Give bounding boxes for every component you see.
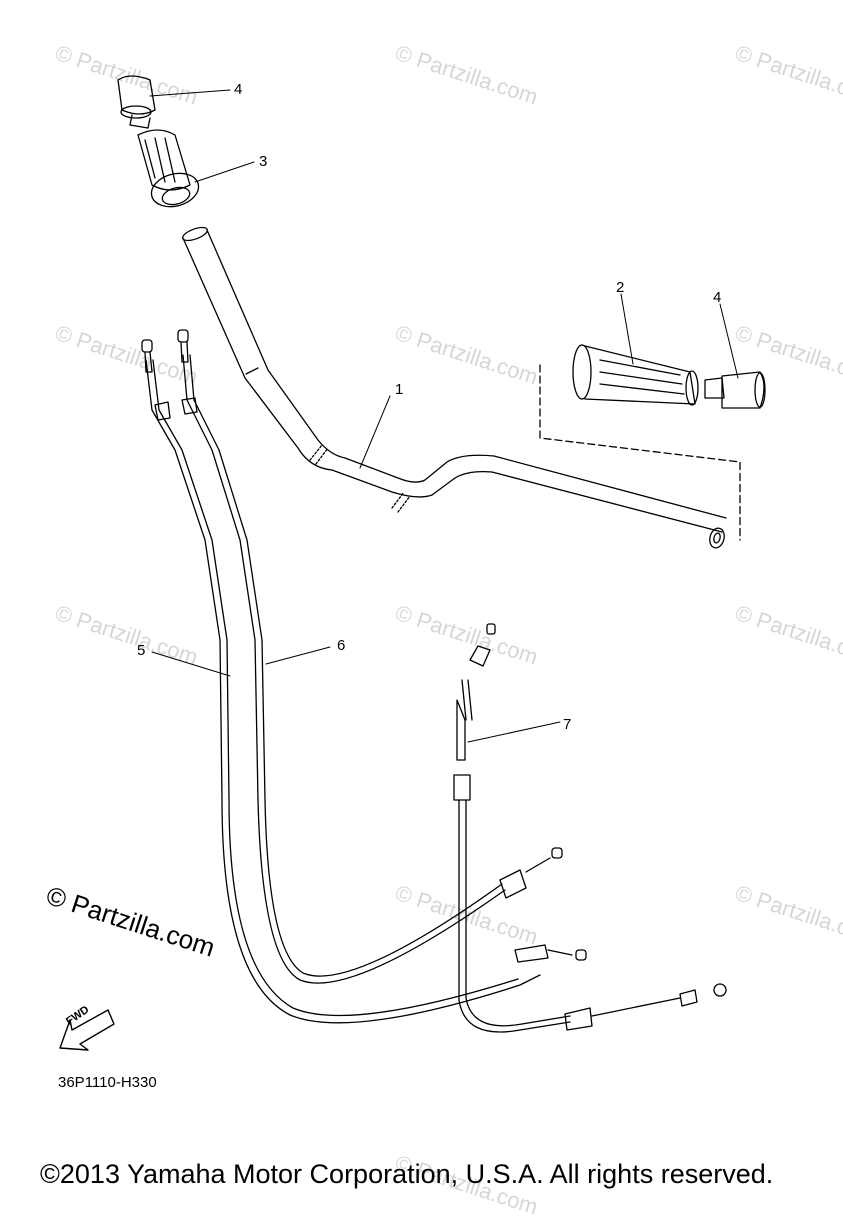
handlebar: [182, 226, 727, 549]
fwd-arrow: [59, 1009, 115, 1051]
callout-5: 5: [137, 642, 146, 659]
callout-2: 2: [616, 279, 625, 296]
throttle-cable: [453, 623, 727, 1033]
right-grip: [539, 344, 766, 541]
callout-6: 6: [337, 637, 346, 654]
callout-3: 3: [259, 153, 268, 170]
copyright-notice: ©2013 Yamaha Motor Corporation, U.S.A. A…: [40, 1159, 774, 1189]
callout-7: 7: [563, 716, 572, 733]
callout-4-right: 4: [713, 289, 722, 306]
diagram-code: 36P1110-H330: [58, 1074, 157, 1091]
callout-1: 1: [395, 381, 404, 398]
leader-lines: [149, 89, 739, 743]
clutch-cables: [141, 329, 587, 1024]
left-grip: [117, 75, 200, 208]
callout-4-left: 4: [234, 81, 243, 98]
